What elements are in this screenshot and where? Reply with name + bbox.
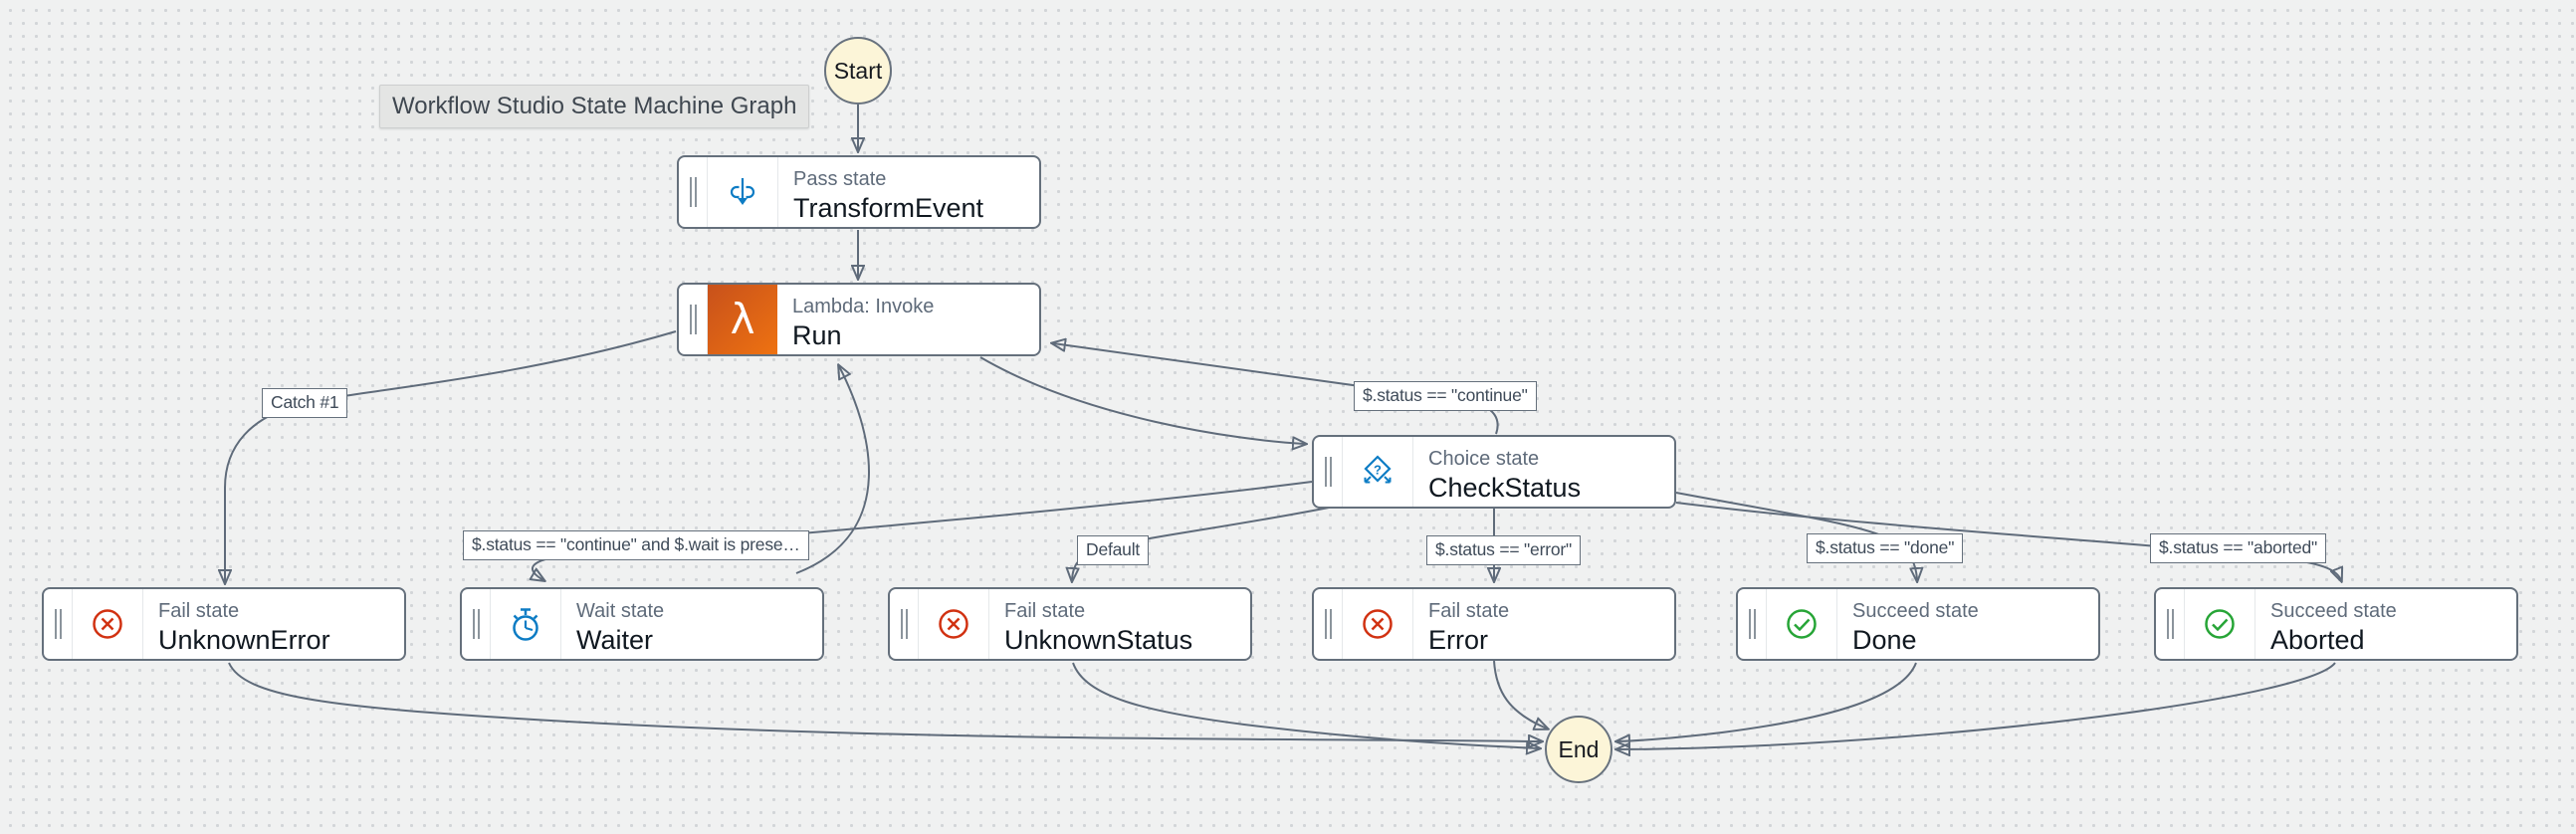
- state-name: TransformEvent: [793, 193, 984, 223]
- state-name: UnknownStatus: [1004, 625, 1193, 655]
- edge-label-default: Default: [1077, 535, 1150, 565]
- edge-label-catch1: Catch #1: [262, 388, 348, 418]
- edge-label-aborted: $.status == "aborted": [2150, 533, 2327, 563]
- state-node-error[interactable]: Fail state Error: [1312, 587, 1676, 661]
- drag-handle[interactable]: [2156, 589, 2185, 659]
- state-name: Waiter: [576, 625, 654, 655]
- lambda-icon: λ: [730, 295, 755, 343]
- state-node-done[interactable]: Succeed state Done: [1736, 587, 2100, 661]
- state-type-label: Lambda: Invoke: [792, 296, 935, 317]
- succeed-icon: [1787, 609, 1817, 639]
- state-type-label: Wait state: [576, 600, 665, 622]
- start-label: Start: [833, 57, 883, 84]
- wait-icon: [513, 608, 538, 641]
- edge-label-error: $.status == "error": [1426, 535, 1582, 565]
- pass-icon: [730, 178, 755, 205]
- drag-handle[interactable]: [1314, 437, 1343, 507]
- end-node: End: [1545, 716, 1612, 783]
- drag-handle[interactable]: [1314, 589, 1343, 659]
- fail-icon: [939, 609, 968, 639]
- state-type-label: Pass state: [793, 168, 887, 190]
- state-name: Error: [1428, 625, 1488, 655]
- edge-label-continue: $.status == "continue": [1354, 381, 1537, 411]
- state-type-label: Fail state: [1004, 600, 1086, 622]
- state-node-run[interactable]: λ Lambda: Invoke Run: [677, 283, 1041, 356]
- fail-icon: [1363, 609, 1393, 639]
- state-node-unknownstatus[interactable]: Fail state UnknownStatus: [888, 587, 1252, 661]
- drag-handle[interactable]: [679, 285, 708, 354]
- state-type-label: Succeed state: [2270, 600, 2397, 622]
- fail-icon: [93, 609, 122, 639]
- succeed-icon: [2205, 609, 2235, 639]
- state-name: Run: [792, 320, 842, 350]
- edge-aborted-to-end: [1617, 662, 2336, 749]
- state-node-waiter[interactable]: Wait state Waiter: [460, 587, 824, 661]
- svg-text:?: ?: [1374, 463, 1382, 478]
- drag-handle[interactable]: [462, 589, 491, 659]
- end-label: End: [1558, 735, 1600, 762]
- state-node-aborted[interactable]: Succeed state Aborted: [2154, 587, 2518, 661]
- edge-run-to-checkstatus: [979, 356, 1305, 444]
- state-type-label: Fail state: [1428, 600, 1510, 622]
- state-type-label: Choice state: [1428, 448, 1540, 470]
- edge-waiter-to-run: [795, 366, 870, 574]
- edge-error-to-end: [1493, 660, 1547, 729]
- state-name: Done: [1852, 625, 1917, 655]
- state-name: Aborted: [2270, 625, 2365, 655]
- drag-handle[interactable]: [44, 589, 73, 659]
- state-name: CheckStatus: [1428, 473, 1582, 503]
- drag-handle[interactable]: [679, 157, 708, 227]
- state-name: UnknownError: [158, 625, 330, 655]
- state-node-transformevent[interactable]: Pass state TransformEvent: [677, 155, 1041, 229]
- edge-done-to-end: [1617, 662, 1917, 741]
- state-node-checkstatus[interactable]: ? Choice state CheckStatus: [1312, 435, 1676, 509]
- state-type-label: Fail state: [158, 600, 240, 622]
- start-node: Start: [824, 37, 892, 104]
- state-type-label: Succeed state: [1852, 600, 1979, 622]
- drag-handle[interactable]: [1738, 589, 1767, 659]
- edge-label-done: $.status == "done": [1807, 533, 1964, 563]
- edge-unknownstatus-to-end: [1072, 662, 1539, 748]
- choice-icon: ?: [1364, 455, 1392, 484]
- graph-tooltip: Workflow Studio State Machine Graph: [379, 85, 810, 128]
- state-node-unknownerror[interactable]: Fail state UnknownError: [42, 587, 406, 661]
- edge-unknownerror-to-end: [228, 662, 1541, 741]
- edge-label-wait-condition: $.status == "continue" and $.wait is pre…: [463, 530, 809, 560]
- drag-handle[interactable]: [890, 589, 919, 659]
